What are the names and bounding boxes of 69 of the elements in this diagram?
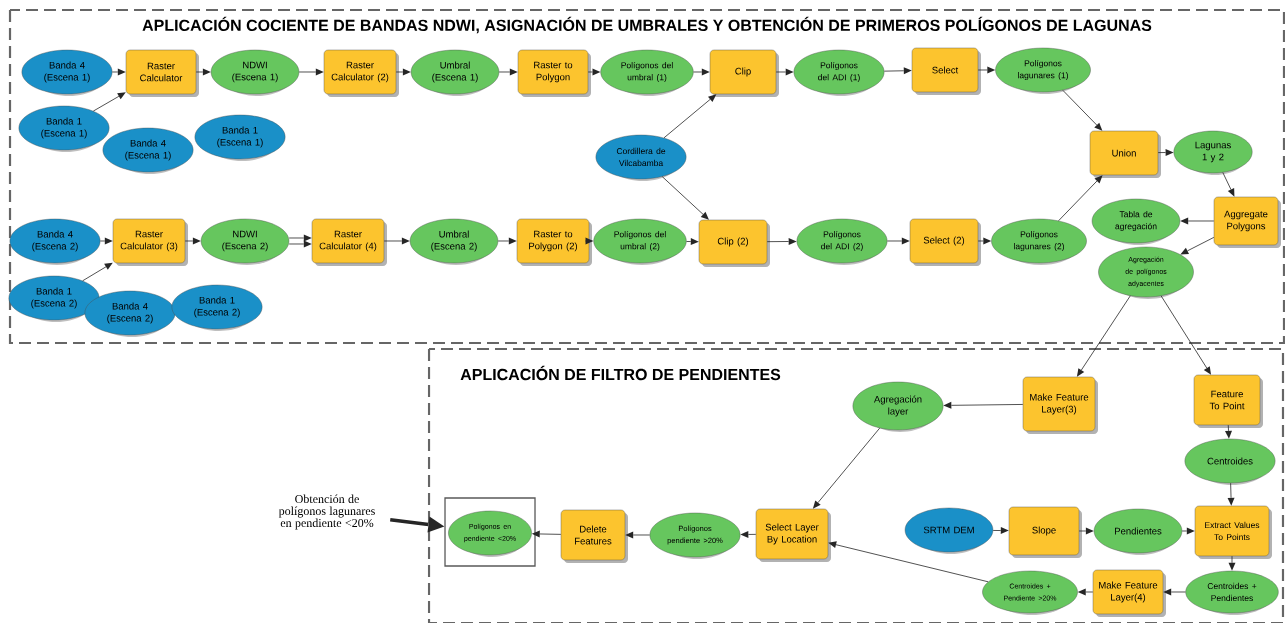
- tool-box: Raster to Polygon (2): [516, 218, 592, 266]
- arrow: [775, 68, 794, 76]
- tool-box: Select: [911, 47, 981, 95]
- tool-box: Delete Features: [560, 509, 628, 563]
- tool-box: Clip: [709, 49, 779, 97]
- arrow: [383, 237, 410, 245]
- arrow: [1180, 217, 1215, 225]
- arrow: [740, 530, 757, 538]
- arrow: [1227, 482, 1235, 506]
- arrow: [992, 527, 1009, 535]
- arrow: [883, 67, 912, 75]
- tool-box: Raster Calculator (2): [323, 49, 399, 97]
- arrow: [693, 68, 710, 76]
- arrow: [1076, 295, 1131, 377]
- arrow: [184, 237, 201, 245]
- tool-box: Make Feature Layer(4): [1092, 569, 1166, 617]
- arrow: [195, 68, 211, 76]
- tool-box: Raster Calculator (3): [112, 218, 188, 266]
- tool-box: Select (2): [909, 218, 981, 266]
- tool-box: Extract Values To Points: [1194, 505, 1272, 559]
- arrow: [531, 530, 562, 538]
- arrow: [686, 238, 699, 246]
- tool-box: Aggregate Polygons: [1213, 196, 1281, 248]
- arrow: [1078, 527, 1094, 535]
- arrow: [1058, 175, 1103, 222]
- arrow: [663, 94, 717, 139]
- arrow: [1181, 527, 1195, 535]
- arrow: [298, 68, 324, 76]
- tool-box: Slope: [1008, 506, 1082, 558]
- arrow: [1225, 424, 1232, 439]
- arrow: [99, 237, 113, 245]
- arrow: [943, 401, 1024, 409]
- arrow: [661, 176, 709, 220]
- tool-box: Make Feature Layer(3): [1022, 376, 1098, 434]
- arrow: [587, 68, 601, 76]
- arrow: [1180, 237, 1215, 255]
- arrow: [828, 541, 989, 583]
- arrow: [498, 68, 518, 76]
- tool-box: Raster to Polygon: [517, 49, 591, 97]
- arrow: [585, 237, 594, 245]
- arrow: [288, 240, 312, 248]
- arrow: [92, 92, 126, 112]
- arrow: [497, 237, 517, 245]
- tool-box: Clip (2): [698, 219, 770, 267]
- arrow: [886, 237, 910, 245]
- arrow: [812, 427, 881, 509]
- arrow: [1228, 555, 1236, 571]
- arrow: [395, 68, 411, 76]
- tool-box: Select Layer By Location: [755, 508, 831, 562]
- arrow: [977, 237, 992, 245]
- arrow: [766, 238, 797, 245]
- tool-box: Raster Calculator: [125, 49, 199, 97]
- result-frame: [444, 497, 536, 567]
- arrow: [625, 531, 651, 539]
- arrow: [1077, 588, 1094, 596]
- arrow: [1163, 588, 1186, 596]
- arrow: [1157, 149, 1174, 157]
- tool-box: Union: [1089, 130, 1161, 178]
- arrow: [111, 68, 126, 76]
- note-text: Obtención de polígonos lagunares en pendiente <20%: [278, 494, 375, 530]
- arrow: [1160, 295, 1212, 375]
- arrow: [977, 66, 996, 74]
- arrow: [82, 262, 113, 282]
- tool-box: Feature To Point: [1193, 374, 1263, 428]
- arrow: [390, 516, 445, 533]
- arrow: [288, 234, 312, 242]
- arrow: [1062, 89, 1103, 131]
- arrow: [1222, 172, 1235, 197]
- tool-box: Raster Calculator (4): [311, 218, 387, 266]
